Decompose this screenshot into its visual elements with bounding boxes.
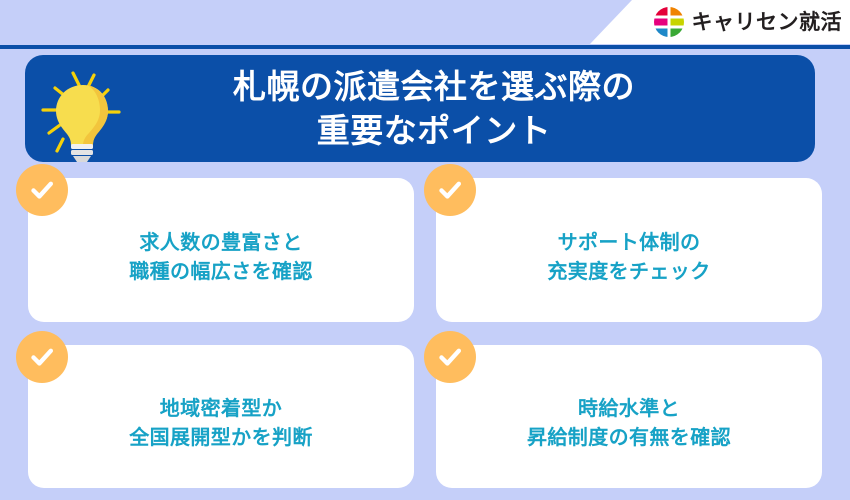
point-card-line-1: 求人数の豊富さと: [139, 229, 303, 254]
point-card-line-2: 全国展開型かを判断: [129, 425, 313, 450]
header-title-line-1: 札幌の派遣会社を選ぶ際の: [233, 66, 635, 106]
points-grid: 求人数の豊富さと 職種の幅広さを確認 サポート体制の 充実度をチェック: [0, 164, 850, 488]
point-card-2: サポート体制の 充実度をチェック: [424, 164, 822, 322]
point-card-text: 時給水準と 昇給制度の有無を確認: [527, 380, 731, 452]
lightbulb-icon: [25, 55, 143, 162]
point-card-line-1: 地域密着型か: [159, 396, 283, 421]
brand-lockup: キャリセン就活: [653, 0, 843, 44]
four-color-circle-logo-icon: [653, 6, 685, 38]
point-card-3: 地域密着型か 全国展開型かを判断: [16, 330, 414, 488]
brand-name: キャリセン就活: [691, 9, 842, 34]
point-card-text: 求人数の豊富さと 職種の幅広さを確認: [129, 214, 313, 286]
header-rule: [0, 45, 850, 49]
check-circle-icon: [424, 164, 476, 216]
point-card-line-1: サポート体制の: [557, 229, 701, 254]
check-circle-icon: [424, 330, 476, 383]
header-title-line-2: 重要なポイント: [316, 110, 552, 150]
point-card-line-2: 職種の幅広さを確認: [129, 258, 313, 283]
check-circle-icon: [16, 330, 68, 383]
point-card-1: 求人数の豊富さと 職種の幅広さを確認: [16, 164, 414, 322]
point-card-4: 時給水準と 昇給制度の有無を確認: [424, 330, 822, 488]
header-banner: 札幌の派遣会社を選ぶ際の 重要なポイント: [25, 55, 815, 162]
point-card-text: サポート体制の 充実度をチェック: [547, 214, 710, 286]
point-card-text: 地域密着型か 全国展開型かを判断: [129, 380, 313, 452]
header-title-block: 札幌の派遣会社を選ぶ際の 重要なポイント: [143, 65, 815, 152]
point-card-line-2: 昇給制度の有無を確認: [527, 425, 731, 450]
brand-bar-white-shape: [590, 0, 850, 44]
point-card-line-1: 時給水準と: [578, 396, 680, 421]
point-card-line-2: 充実度をチェック: [547, 258, 711, 283]
check-circle-icon: [16, 164, 68, 216]
brand-bar: キャリセン就活: [0, 0, 850, 48]
